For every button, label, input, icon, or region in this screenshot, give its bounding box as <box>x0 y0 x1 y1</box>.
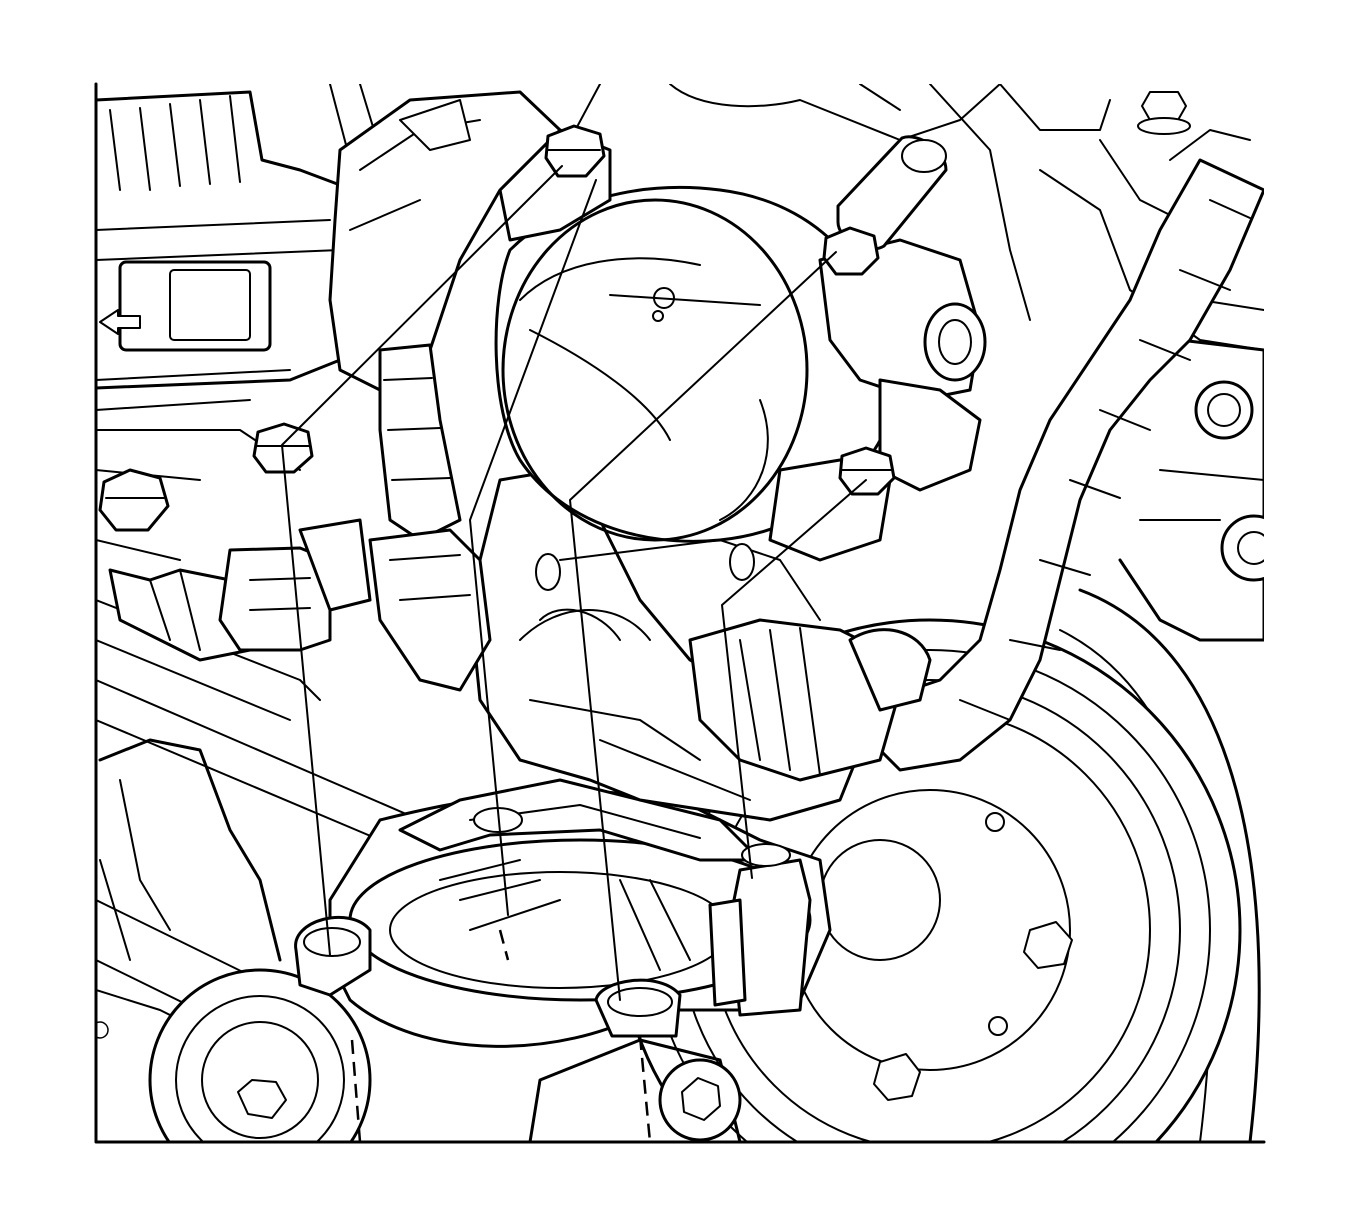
wiring-harness <box>688 129 1264 782</box>
coolant-hose <box>98 468 372 662</box>
electrical-connector <box>368 343 492 692</box>
frame-edges <box>94 82 1266 1144</box>
alignment-line-inner <box>469 179 597 916</box>
bracket-bolt <box>1137 91 1191 135</box>
pulley-bolt <box>873 921 1073 1101</box>
alignment-line-right <box>721 479 867 879</box>
throttle-body-stud <box>822 135 948 276</box>
alignment-line-left <box>281 165 563 956</box>
alignment-line-center <box>569 251 837 1001</box>
alignment-lines <box>281 165 867 1001</box>
ribbed-module <box>96 90 357 411</box>
idler-pulley <box>148 968 372 1142</box>
engine-bracket-right <box>1118 338 1264 642</box>
engine-background <box>96 84 1264 1142</box>
mount-bolt <box>528 1038 742 1142</box>
arrow-left-icon <box>99 309 141 335</box>
